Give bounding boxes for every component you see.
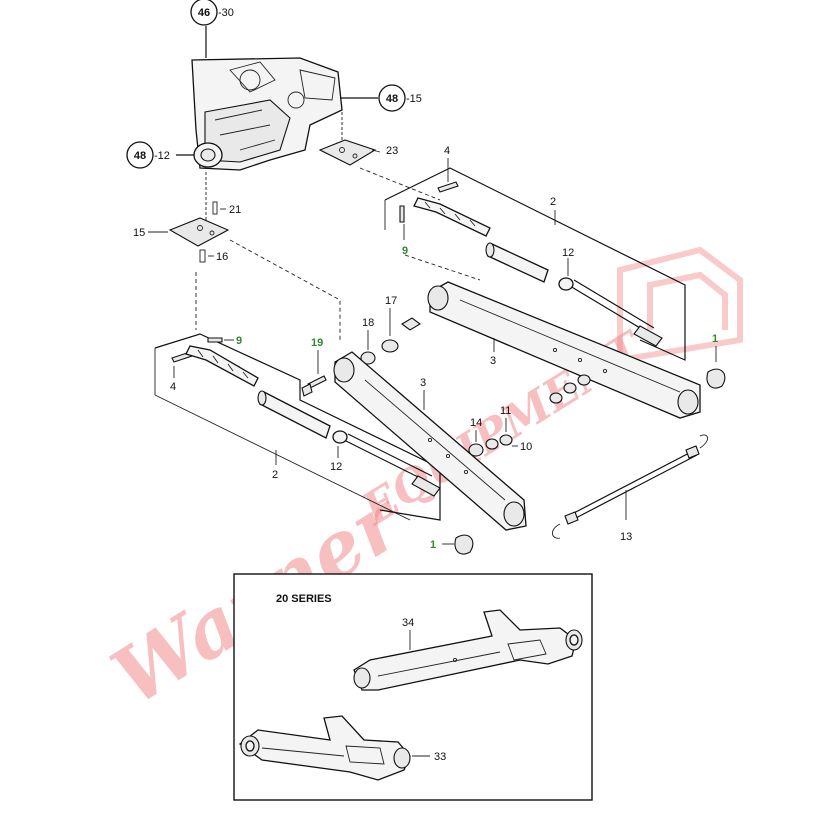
bracket-left: 21 15 16 [133,172,241,263]
label-4-upper: 4 [444,145,450,157]
label-21: 21 [229,204,241,216]
left-lift-rod-group: 4 9 12 2 [154,333,441,521]
label-17: 17 [385,295,397,307]
label-10: 10 [520,441,532,453]
label-16: 16 [216,251,228,263]
label-33: 33 [434,751,446,763]
label-2-lower: 2 [272,469,278,481]
watermark-truck-icon [617,246,743,364]
callout-46-number: 46 [198,7,210,19]
bracket-right: 23 [318,112,398,166]
label-9-upper: 9 [402,245,408,257]
washers-14-11-10: 14 11 10 [468,405,532,457]
callout-48-15: 48 -15 [340,84,422,112]
label-4-lower: 4 [170,381,176,393]
connector-lines [195,167,481,340]
pin-19: 19 [301,337,327,397]
fasteners-center: 17 18 [360,295,421,365]
label-13: 13 [620,531,632,543]
callout-46-suffix: -30 [218,7,234,19]
label-34: 34 [402,617,414,629]
label-23: 23 [386,145,398,157]
label-18: 18 [362,317,374,329]
callout-48-12: 48 -12 [126,141,194,169]
label-14: 14 [470,417,482,429]
inset-20-series: 20 SERIES 34 33 [233,573,593,801]
right-lift-rod-group: 2 4 9 12 [384,145,686,361]
transmission-housing [191,57,343,171]
label-1-left: 1 [430,539,436,551]
label-9-lower: 9 [236,335,242,347]
callout-46: 46 -30 [190,0,234,26]
right-lower-link: 3 [427,281,701,419]
label-1-right: 1 [712,333,718,345]
label-19: 19 [311,337,323,349]
callout-48-15-suffix: -15 [406,93,422,105]
label-15: 15 [133,227,145,239]
label-2-upper: 2 [550,196,556,208]
lynch-pin-left: 1 [430,534,474,555]
inset-title: 20 SERIES [276,593,332,605]
label-3-lower: 3 [420,377,426,389]
callout-48-12-suffix: -12 [154,150,170,162]
left-lower-link: 3 [333,351,527,531]
label-12-lower: 12 [330,461,342,473]
stabilizer-rod: 13 [552,434,708,543]
label-3-upper: 3 [490,355,496,367]
link-34: 34 [353,609,583,691]
callout-48-15-number: 48 [386,93,398,105]
lynch-pin-right: 1 [706,333,726,389]
label-12-upper: 12 [562,247,574,259]
link-33: 33 [238,715,446,781]
callout-48-12-number: 48 [134,150,146,162]
label-11: 11 [500,405,511,417]
